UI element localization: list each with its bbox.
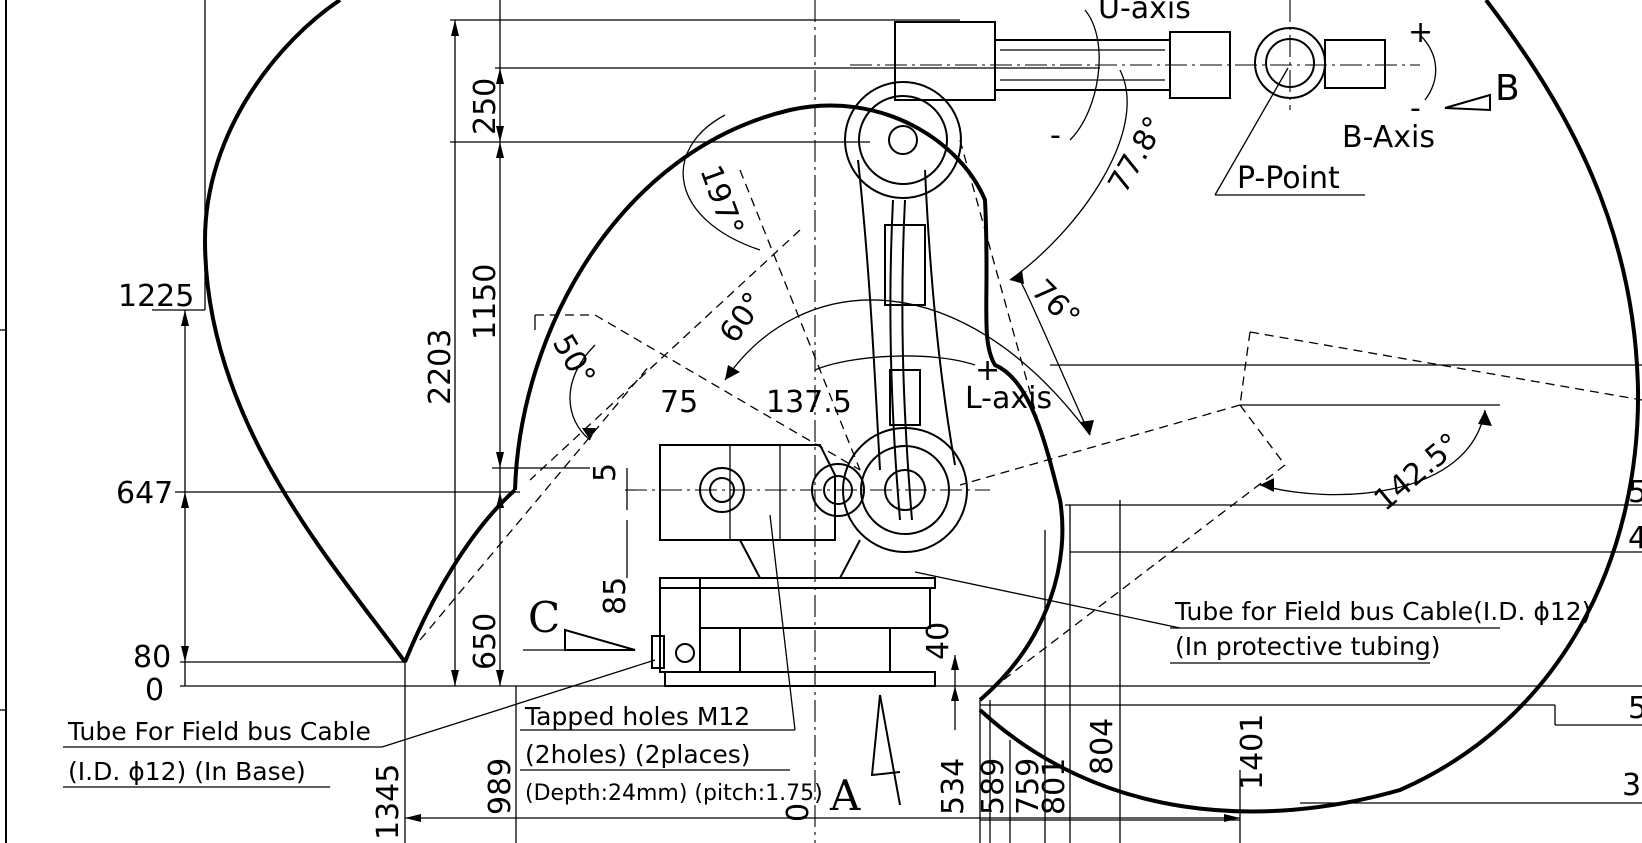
dim-647: 647: [116, 476, 173, 511]
dim-137-5: 137.5: [766, 385, 852, 420]
tube-arm-label-line1: Tube for Field bus Cable(I.D. ϕ12): [1174, 597, 1591, 626]
dim-75: 75: [660, 385, 698, 420]
robot-base: [651, 577, 936, 687]
dimension-arrows: [181, 20, 1240, 822]
angle-60: 60°: [713, 286, 772, 350]
l-plus-sign: +: [975, 353, 1000, 388]
dim-40: 40: [921, 622, 956, 660]
dim-589: 589: [976, 758, 1011, 815]
p-point-label: P-Point: [1237, 161, 1340, 196]
dim-1150: 1150: [468, 264, 503, 340]
dim-1401: 1401: [1235, 714, 1270, 790]
dim-534: 534: [936, 758, 971, 815]
partial-right-dimensions: 5 4 5 3: [1622, 475, 1642, 803]
tapped-holes-label-line1: Tapped holes M12: [524, 702, 750, 731]
tube-base-label-line2: (I.D. ϕ12) (In Base): [68, 757, 306, 786]
c-mark-label: C: [528, 593, 560, 642]
dim-right-5b: 5: [1628, 691, 1642, 726]
robot-upper-arm: [844, 21, 1386, 199]
tube-base-label-line1: Tube For Field bus Cable: [67, 717, 371, 746]
b-minus-sign: -: [1410, 91, 1421, 126]
a-mark-label: A: [829, 771, 861, 820]
b-axis-label: B-Axis: [1342, 120, 1435, 155]
drawing-frame: [0, 0, 7, 843]
dim-1225: 1225: [118, 279, 194, 314]
dim-250: 250: [468, 78, 503, 135]
dim-989: 989: [483, 758, 518, 815]
dim-80: 80: [133, 640, 171, 675]
dim-759: 759: [1011, 758, 1046, 815]
tube-arm-label-line2: (In protective tubing): [1175, 632, 1441, 661]
angle-76: 76°: [1024, 273, 1086, 335]
wrist-mark-b: [1444, 93, 1491, 112]
dim-1345: 1345: [371, 764, 406, 840]
callout-labels: Tube For Field bus Cable (I.D. ϕ12) (In …: [63, 597, 1591, 806]
extension-lines: [152, 19, 1642, 821]
u-axis-label: U-axis: [1098, 0, 1191, 26]
u-minus-sign: -: [1050, 118, 1061, 153]
horizontal-dimensions: 1345 989 0 534 589 759 801 804 1401: [371, 714, 1270, 840]
dim-801: 801: [1037, 758, 1072, 815]
dim-85: 85: [598, 577, 633, 615]
label-leaders: [63, 67, 1500, 806]
work-envelope-outline: [202, 0, 1641, 814]
left-height-dimensions: 1225 647 80 0: [116, 279, 194, 708]
column-dimensions: 2203 1150 250 650: [423, 78, 503, 670]
angle-77-8: 77.8°: [1102, 111, 1173, 199]
axis-labels: U-axis B-Axis P-Point L-axis B A C + - +…: [528, 0, 1520, 820]
b-plus-sign: +: [1408, 15, 1433, 50]
misc-dimensions: 75 137.5 5 85 40: [588, 385, 956, 660]
angle-arcs: [569, 9, 1492, 496]
dim-5: 5: [588, 463, 623, 482]
dim-right-4: 4: [1628, 521, 1642, 556]
dim-804: 804: [1085, 718, 1120, 775]
dim-0-left: 0: [145, 673, 164, 708]
dim-2203: 2203: [423, 329, 458, 405]
b-mark-label: B: [1495, 68, 1520, 109]
dim-650: 650: [468, 613, 503, 670]
angle-50: 50°: [545, 329, 602, 393]
robot-s-axis-head: [659, 444, 865, 579]
tapped-holes-label-line2: (2holes) (2places): [525, 740, 751, 769]
robot-lower-arm: [842, 159, 968, 553]
l-axis-label: L-axis: [965, 381, 1052, 416]
dim-0-bottom: 0: [781, 803, 816, 822]
dim-right-3: 3: [1622, 768, 1641, 803]
tapped-holes-label-line3: (Depth:24mm) (pitch:1.75): [525, 781, 823, 806]
dim-right-5a: 5: [1628, 475, 1642, 510]
construction-dashes: [419, 139, 1642, 691]
